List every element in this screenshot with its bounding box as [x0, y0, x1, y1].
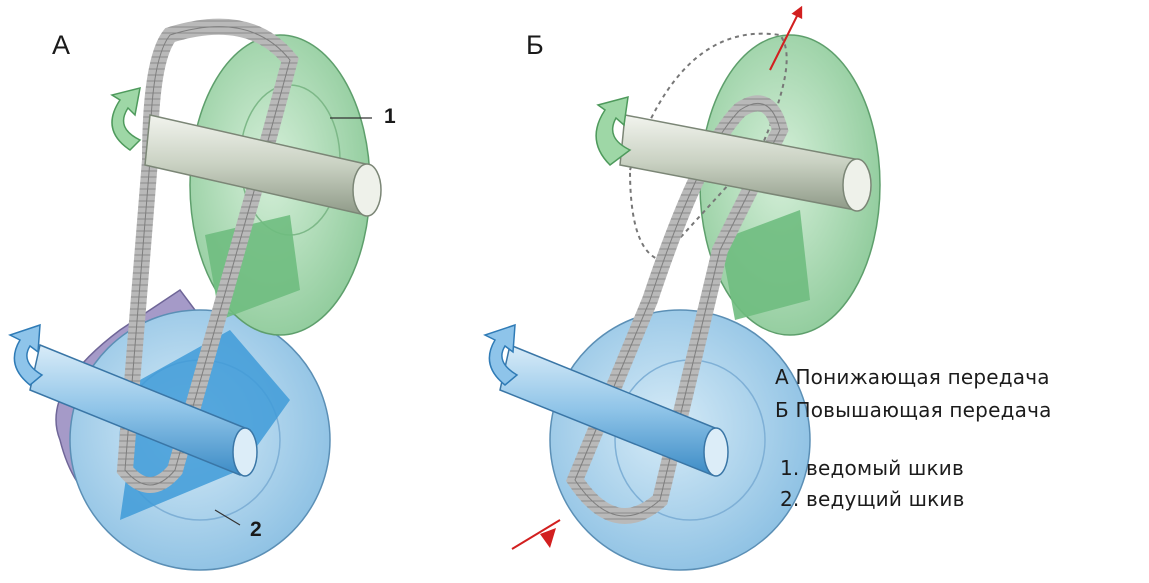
legend-item-1: 1. ведомый шкив — [780, 456, 964, 480]
callout-1: 1 — [384, 105, 396, 128]
panel-b-label: Б — [526, 30, 544, 60]
driven-rotation-arrow — [110, 86, 142, 151]
legend-item-2: 2. ведущий шкив — [780, 487, 965, 511]
driven-rotation-arrow — [595, 95, 632, 166]
belt-direction-arrow-top — [769, 5, 803, 71]
panel-b-illustration — [483, 5, 881, 571]
drive-rotation-arrow — [8, 323, 44, 386]
callout-2-leader — [214, 509, 241, 526]
belt-direction-arrow-bottom — [511, 519, 561, 550]
panel-a-illustration — [8, 18, 382, 571]
panel-a-label: А — [52, 30, 71, 60]
callout-2: 2 — [250, 518, 262, 541]
drive-rotation-arrow — [483, 323, 519, 386]
legend-line-a: А Понижающая передача — [775, 365, 1050, 389]
legend-line-b: Б Повышающая передача — [775, 398, 1052, 422]
